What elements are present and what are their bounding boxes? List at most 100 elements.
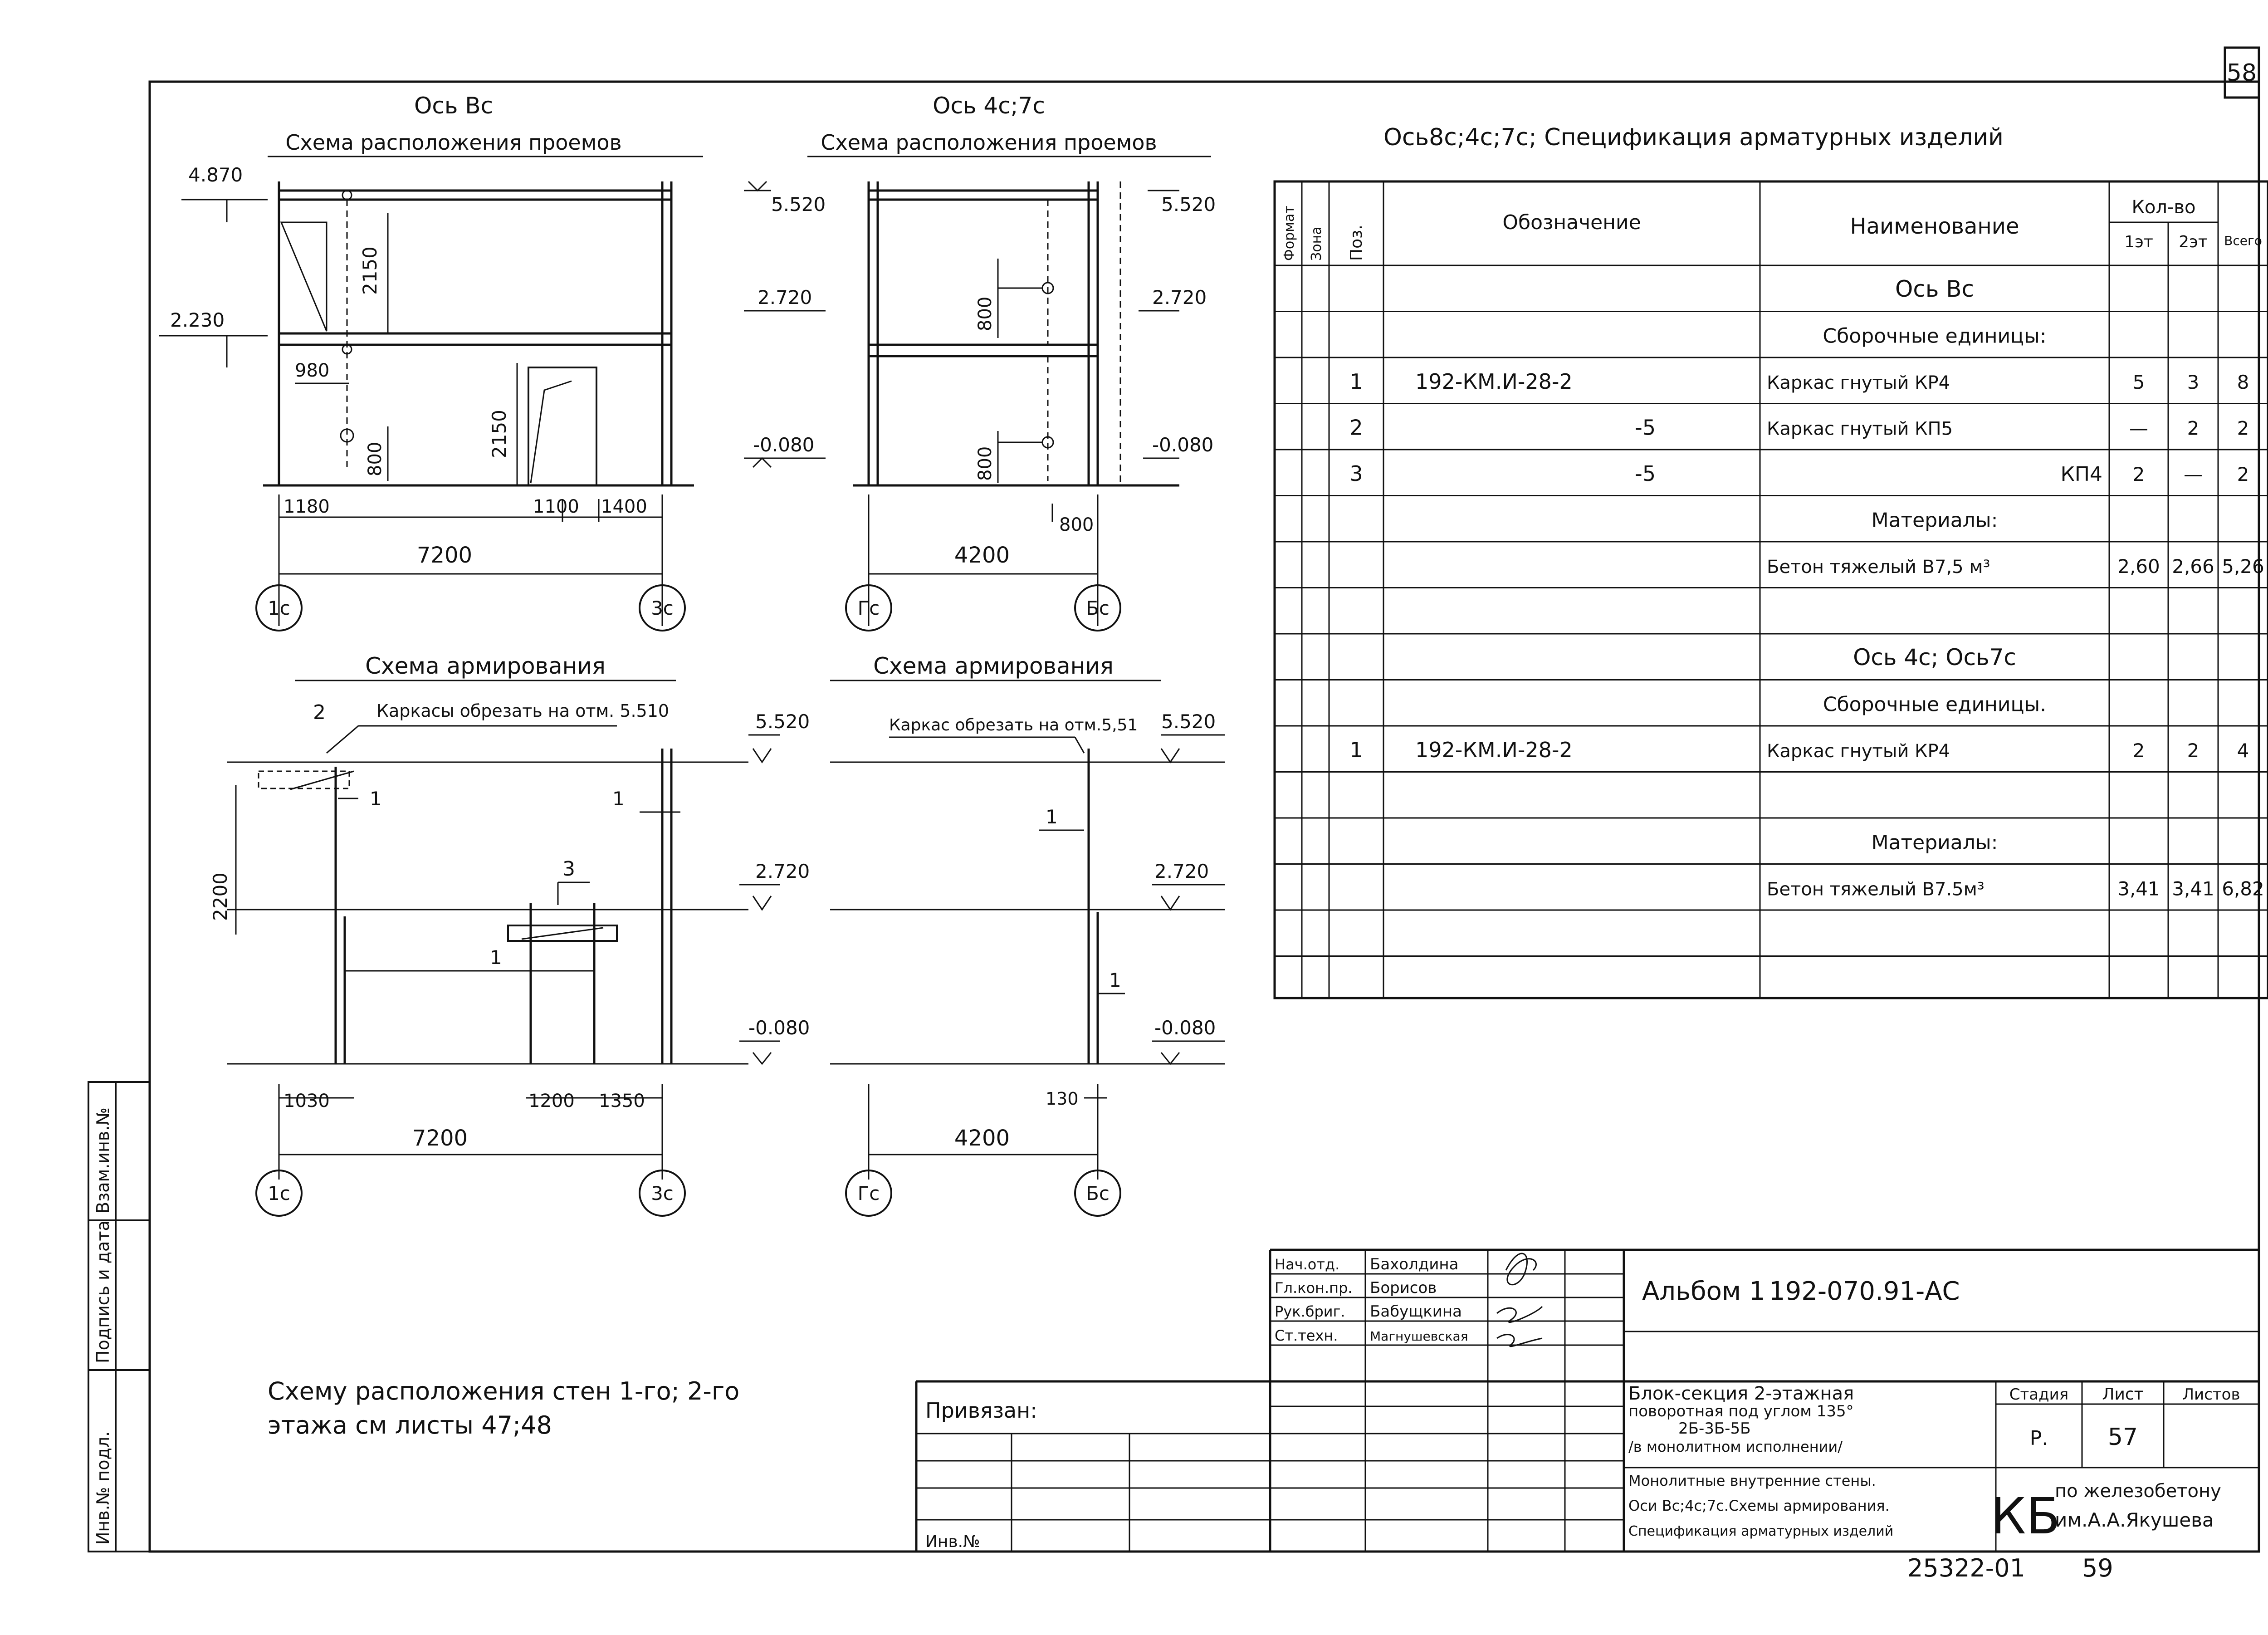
plan-axis-title: Ось Вс <box>414 93 493 119</box>
cell-qty-floor1: 3,41 <box>2117 878 2160 900</box>
sheet-desc-line: Оси Вс;4с;7с.Схемы армирования. <box>1628 1497 1890 1514</box>
dim-total: 4200 <box>954 1126 1010 1151</box>
level-mark: 5.520 <box>771 193 826 215</box>
dim-horizontal: 1030 <box>284 1091 330 1111</box>
axis-bubble: 1с <box>268 1182 290 1204</box>
cell-qty-floor1: — <box>2129 417 2148 440</box>
pos-label: 1 <box>1109 969 1121 991</box>
role-name: Бахолдина <box>1370 1255 1458 1273</box>
axis-bubble: Гс <box>858 597 880 619</box>
level-mark: 5.520 <box>1161 710 1216 733</box>
dim-horizontal: 1400 <box>601 496 647 517</box>
level-mark: 2.720 <box>758 286 812 308</box>
level-mark: 5.520 <box>1161 193 1216 215</box>
album-label: Альбом 1 <box>1642 1277 1765 1306</box>
pos-label: 2 <box>313 701 326 724</box>
level-mark: -0.080 <box>753 434 814 456</box>
dim-horizontal: 1180 <box>284 496 330 517</box>
level-mark: 2.720 <box>1152 286 1207 308</box>
cell-name: Материалы: <box>1872 509 1998 532</box>
dim-total: 7200 <box>412 1126 468 1151</box>
header-name: Наименование <box>1850 214 2019 239</box>
pos-label: 1 <box>612 788 625 810</box>
pos-label: 1 <box>490 946 502 969</box>
cell-designation: -5 <box>1635 461 1656 486</box>
role-name: Борисов <box>1370 1279 1437 1297</box>
project-line: поворотная под углом 135° <box>1628 1402 1854 1420</box>
cell-name: КП4 <box>2061 463 2102 486</box>
organization-line: по железобетону <box>2055 1481 2221 1502</box>
project-line: 2Б-3Б-5Б <box>1678 1420 1750 1438</box>
plan-title: Схема армирования <box>873 653 1114 679</box>
cell-pos: 1 <box>1349 738 1363 762</box>
cell-designation: 192-КМ.И-28-2 <box>1415 369 1573 394</box>
cell-name: Бетон тяжелый В7.5м³ <box>1767 879 1984 900</box>
dim-vertical: 800 <box>365 442 386 476</box>
cell-qty-floor2: 2 <box>2187 417 2200 440</box>
spec-title: Ось8с;4с;7с; Спецификация арматурных изд… <box>1383 124 2004 151</box>
inventory-label: Инв.№ <box>925 1532 980 1551</box>
cell-name: Каркас гнутый КП5 <box>1767 419 1953 440</box>
level-mark: -0.080 <box>1154 1017 1216 1039</box>
level-mark: -0.080 <box>748 1017 810 1039</box>
axis-bubble: Бс <box>1086 597 1110 619</box>
header-qty-floor1: 1эт <box>2124 233 2153 251</box>
role-label: Ст.техн. <box>1275 1327 1338 1344</box>
note-line-1: Схему расположения стен 1-го; 2-го <box>268 1377 739 1405</box>
dim-horizontal: 1100 <box>533 496 579 517</box>
document-code: 192-070.91-АС <box>1769 1277 1960 1306</box>
cell-name: Каркас гнутый КР4 <box>1767 372 1950 393</box>
dim-total: 7200 <box>417 543 472 568</box>
cell-name: Сборочные единицы. <box>1823 693 2046 716</box>
axis-bubble: Бс <box>1086 1182 1110 1204</box>
pos-label: 3 <box>562 857 575 881</box>
cell-total: 4 <box>2237 739 2249 762</box>
cell-name: Бетон тяжелый В7,5 м³ <box>1767 557 1990 578</box>
table-row: Материалы: <box>1872 509 1998 532</box>
header-qty: Кол-во <box>2132 197 2196 218</box>
role-label: Рук.бриг. <box>1275 1303 1345 1320</box>
header-zone: Зона <box>1309 226 1325 261</box>
plan-title: Схема расположения проемов <box>285 130 621 155</box>
sheets-label: Листов <box>2182 1385 2240 1404</box>
opening-plan-axis-4s-7s: Ось 4с;7с Схема расположения проемов <box>807 93 1216 631</box>
stamp-inv-original: Инв.№ подл. <box>93 1431 113 1545</box>
cell-total: 5,26 <box>2222 555 2264 578</box>
level-mark: 4.870 <box>188 164 243 186</box>
level-mark: 5.520 <box>755 710 810 733</box>
table-row: Ось 4с; Ось7с <box>1853 644 2016 671</box>
cell-name: Ось Вс <box>1895 276 1974 302</box>
cell-designation: 192-КМ.И-28-2 <box>1415 738 1573 762</box>
header-designation: Обозначение <box>1502 211 1641 234</box>
cell-qty-floor1: 2 <box>2133 463 2145 485</box>
header-total: Всего <box>2224 233 2262 248</box>
role-name: Бабущкина <box>1370 1302 1462 1321</box>
table-row: Бетон тяжелый В7,5 м³ 2,60 2,66 5,26 <box>1767 555 2264 578</box>
role-label: Гл.кон.пр. <box>1275 1279 1353 1297</box>
archive-page: 59 <box>2082 1554 2113 1582</box>
cell-qty-floor2: 2,66 <box>2172 555 2214 578</box>
level-mark: -0.080 <box>1152 434 1213 456</box>
header-pos: Поз. <box>1347 225 1366 261</box>
spec-table: Ось8с;4с;7с; Спецификация арматурных изд… <box>1273 124 2268 999</box>
cell-qty-floor1: 2,60 <box>2117 555 2160 578</box>
stamp-replaced-inv: Взам.инв.№ <box>93 1107 113 1214</box>
stamp-signature-date: Подпись и дата <box>93 1220 113 1363</box>
axis-bubble: 3с <box>651 597 674 619</box>
sheet-number-top: 58 <box>2227 59 2257 87</box>
sheet-value: 57 <box>2108 1424 2138 1451</box>
dim-horizontal: 1200 <box>528 1091 575 1111</box>
pos-label: 1 <box>370 788 382 810</box>
cell-total: 2 <box>2237 463 2249 485</box>
sheet-desc-line: Монолитные внутренние стены. <box>1628 1472 1876 1489</box>
role-name: Магнушевская <box>1370 1329 1468 1344</box>
cell-qty-floor2: 3 <box>2187 371 2200 393</box>
dim-vertical: 800 <box>975 446 996 481</box>
reinf-note: Каркасы обрезать на отм. 5.510 <box>376 701 669 721</box>
dim-total: 4200 <box>954 543 1010 568</box>
plan-axis-title: Ось 4с;7с <box>933 93 1045 119</box>
project-line: /в монолитном исполнении/ <box>1628 1438 1843 1455</box>
title-block: Нач.отд. Бахолдина Гл.кон.пр. Борисов Ру… <box>915 1248 2259 1552</box>
